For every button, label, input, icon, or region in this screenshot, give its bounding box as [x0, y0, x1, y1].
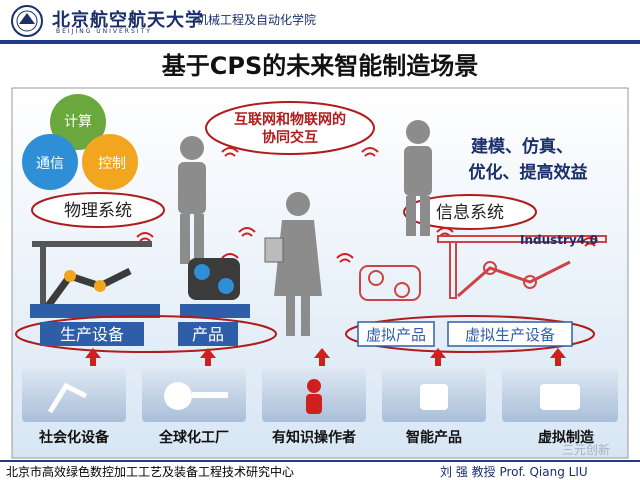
up-arrow-icon [200, 348, 216, 366]
signal-icon [221, 253, 239, 259]
goals-line1: 建模、仿真、 [471, 136, 573, 157]
internet-interaction-ellipse [205, 101, 375, 155]
person-left-icon [178, 136, 206, 264]
signal-icon [339, 258, 351, 263]
slide-title: 基于CPS的未来智能制造场景 [161, 52, 479, 80]
signal-icon [224, 152, 236, 157]
signal-icon [581, 237, 599, 243]
globe-key-icon [164, 382, 228, 410]
signal-icon [364, 152, 376, 157]
virtual-production-equipment-label: 虚拟生产设备 [465, 326, 555, 344]
university-name: 北京航空航天大学 [52, 10, 204, 31]
footer-center-name: 北京市高效绿色数控加工工艺及装备工程技术研究中心 [6, 465, 295, 479]
information-system-label: 信息系统 [436, 203, 504, 223]
header-divider [0, 40, 640, 44]
signal-icon [336, 253, 354, 259]
robot-arm-tile-icon [47, 382, 88, 414]
signal-icon [221, 147, 239, 153]
bottom-label-social-equipment: 社会化设备 [38, 429, 110, 446]
physical-system-ellipse [31, 192, 165, 228]
communication-bubble [22, 134, 78, 190]
footer-divider [0, 460, 640, 462]
signal-icon [241, 232, 253, 237]
internet-interaction-line1: 互联网和物联网的 [234, 111, 346, 128]
communication-label: 通信 [36, 156, 64, 172]
up-arrow-icon [550, 348, 566, 366]
tile-social-equipment [22, 368, 126, 422]
virtual-labels-ellipse [345, 315, 595, 353]
bottom-label-global-factory: 全球化工厂 [158, 429, 229, 446]
physical-labels-ellipse [15, 315, 277, 353]
product-label: 产品 [192, 325, 224, 344]
cps-diagram: 计算 通信 控制 物理系统 互联网和物联网的 协同交互 建模、仿真、 优化、提高… [11, 87, 629, 459]
product-machine-icon [180, 258, 250, 318]
control-label: 控制 [98, 156, 126, 172]
bottom-label-virtual-manufacturing: 虚拟制造 [538, 429, 594, 446]
person-right-icon [404, 120, 432, 236]
production-equipment-box [40, 322, 144, 346]
up-arrow-icon [430, 348, 446, 366]
bottom-label-knowledge-operator: 有知识操作者 [272, 429, 356, 446]
watermark-text: 三元创新 [562, 442, 610, 457]
compute-label: 计算 [64, 114, 92, 130]
compute-bubble [50, 94, 106, 150]
smart-product-icon [420, 384, 448, 410]
up-arrow-icon [314, 348, 330, 366]
signal-icon [584, 242, 596, 247]
physical-system-label: 物理系统 [64, 201, 132, 221]
university-logo-icon [11, 5, 43, 37]
virtual-product-box [357, 321, 435, 347]
signal-icon [436, 227, 454, 233]
signal-icon [139, 237, 151, 242]
university-name-en: BEIJING UNIVERSITY [56, 28, 152, 35]
control-bubble [82, 134, 138, 190]
operator-icon [306, 379, 322, 414]
virtual-robot-icon [359, 265, 421, 301]
robot-arm-icon [30, 241, 160, 318]
footer-author: 刘 强 教授 Prof. Qiang LIU [440, 465, 588, 479]
production-equipment-label: 生产设备 [60, 325, 124, 344]
signal-icon [136, 232, 154, 238]
signal-icon [238, 227, 256, 233]
industry-label: Industry4.0 [520, 233, 598, 247]
up-arrow-icon [85, 348, 101, 366]
school-name: 机械工程及自动化学院 [196, 13, 317, 27]
signal-icon [361, 147, 379, 153]
person-center-icon [274, 192, 322, 336]
product-box [178, 322, 238, 346]
tablet-icon [264, 237, 284, 263]
information-system-ellipse [403, 194, 537, 230]
header: 北京航空航天大学 BEIJING UNIVERSITY 机械工程及自动化学院 [0, 0, 640, 40]
virtual-production-equipment-box [447, 321, 573, 347]
virtual-product-label: 虚拟产品 [366, 326, 426, 344]
internet-interaction-line2: 协同交互 [262, 129, 318, 146]
virtual-production-equipment-icon [437, 235, 607, 299]
bottom-label-smart-product: 智能产品 [405, 429, 462, 446]
goals-line2: 优化、提高效益 [469, 162, 588, 183]
virtual-manufacturing-icon [540, 384, 580, 410]
